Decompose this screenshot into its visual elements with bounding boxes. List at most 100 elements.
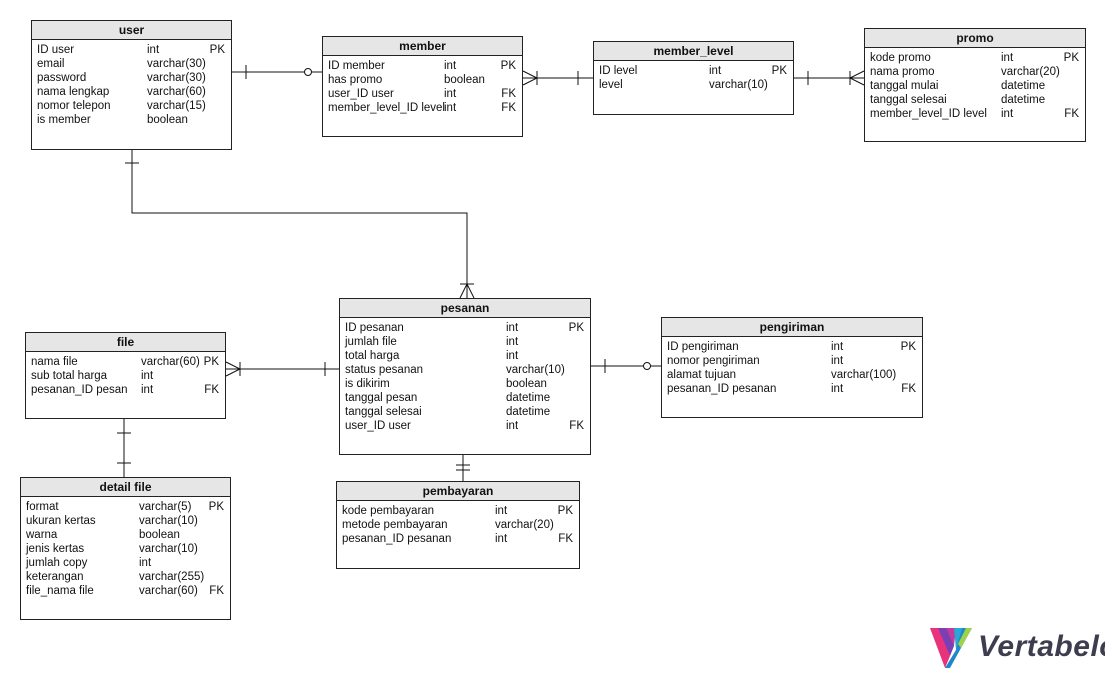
column-type: int [139, 557, 152, 569]
column-key: FK [501, 88, 516, 100]
column-name: nama lengkap [37, 86, 110, 98]
zero-marker [643, 362, 651, 370]
column-type: varchar(10) [139, 515, 198, 527]
column-key: FK [558, 533, 573, 545]
column-name: email [37, 58, 65, 70]
column-key: PK [771, 65, 787, 77]
column-name: is member [37, 114, 91, 126]
column-name: sub total harga [31, 370, 108, 382]
column-row: ukuran kertas varchar(10) [21, 514, 230, 528]
column-type: int [1001, 108, 1014, 120]
column-name: nama file [31, 356, 78, 368]
column-name: has promo [328, 74, 383, 86]
column-name: kode pembayaran [342, 505, 435, 517]
column-type: varchar(255) [139, 571, 205, 583]
column-type: varchar(10) [709, 79, 768, 91]
column-name: user_ID user [328, 88, 394, 100]
column-name: ID pengiriman [667, 341, 739, 353]
column-row: jumlah copy int [21, 556, 230, 570]
column-name: format [26, 501, 59, 513]
column-key: FK [501, 102, 516, 114]
column-name: ID user [37, 44, 75, 56]
column-name: ukuran kertas [26, 515, 96, 527]
column-name: password [37, 72, 87, 84]
column-row: tanggal selesai datetime [865, 93, 1085, 107]
column-type: boolean [444, 74, 485, 86]
column-name: metode pembayaran [342, 519, 448, 531]
column-type: varchar(30) [147, 58, 206, 70]
column-name: file_nama file [26, 585, 94, 597]
column-row: warna boolean [21, 528, 230, 542]
column-type: varchar(10) [506, 364, 565, 376]
column-name: jumlah file [345, 336, 397, 348]
table-title: pembayaran [337, 482, 579, 501]
column-type: int [831, 355, 844, 367]
column-type: varchar(30) [147, 72, 206, 84]
column-type: datetime [506, 406, 551, 418]
column-type: int [506, 322, 519, 334]
column-type: int [506, 420, 519, 432]
column-row: format varchar(5) PK [21, 500, 230, 514]
column-type: varchar(15) [147, 100, 206, 112]
column-name: nama promo [870, 66, 935, 78]
column-type: int [495, 533, 508, 545]
column-name: jumlah copy [26, 557, 88, 569]
column-type: int [444, 60, 457, 72]
column-type: datetime [1001, 94, 1046, 106]
column-type: varchar(60) [141, 356, 200, 368]
table-title: pengiriman [662, 318, 922, 337]
column-key: FK [1064, 108, 1079, 120]
column-type: varchar(5) [139, 501, 192, 513]
column-type: int [1001, 52, 1014, 64]
column-key: PK [208, 501, 224, 513]
column-row: jumlah file int [340, 335, 590, 349]
column-type: int [506, 336, 519, 348]
column-key: PK [900, 341, 916, 353]
column-type: varchar(60) [139, 585, 198, 597]
column-row: nomor pengiriman int [662, 354, 922, 368]
column-type: boolean [139, 529, 180, 541]
column-name: level [599, 79, 623, 91]
column-name: nomor telepon [37, 100, 111, 112]
column-name: warna [26, 529, 58, 541]
column-key: FK [901, 383, 916, 395]
table-title: detail file [21, 478, 230, 497]
column-name: keterangan [26, 571, 84, 583]
column-row: level varchar(10) [594, 78, 793, 92]
column-key: FK [204, 384, 219, 396]
table-title: member_level [594, 42, 793, 61]
table-title: file [26, 333, 225, 352]
column-name: nomor pengiriman [667, 355, 760, 367]
column-type: datetime [1001, 80, 1046, 92]
column-name: tanggal mulai [870, 80, 939, 92]
column-type: datetime [506, 392, 551, 404]
column-name: user_ID user [345, 420, 411, 432]
column-name: is dikirim [345, 378, 390, 390]
column-name: tanggal selesai [870, 94, 947, 106]
column-type: int [444, 102, 457, 114]
